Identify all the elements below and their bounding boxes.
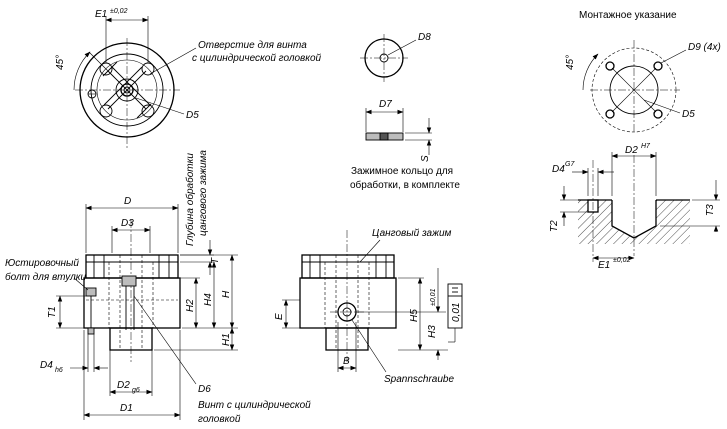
label-depth-1: Глубина обработки: [184, 153, 196, 246]
tolerance-flatness: 0,01: [451, 303, 462, 322]
label-clamp-ring-1: Зажимное кольцо для: [351, 166, 453, 177]
side-view: Цанговый зажим E B Spannschraube H5 H3 ±…: [274, 228, 463, 385]
dim-e1-tol: ±0,02: [110, 8, 128, 15]
dim-d4h-tol: h6: [55, 367, 63, 374]
label-screw-hole-1: Отверстие для винта: [198, 40, 307, 51]
dim-d5: D5: [186, 110, 199, 121]
dim-d9: D9 (4x): [688, 42, 721, 53]
mounting-note-title: Монтажное указание: [579, 10, 677, 21]
dim-d4-tol: G7: [565, 161, 575, 168]
dim-d1: D1: [120, 403, 133, 414]
dim-s: S: [420, 155, 431, 162]
dim-d3: D3: [121, 218, 134, 229]
top-view: E1 ±0,02 45° Отверстие для винта с цилин…: [55, 8, 322, 148]
dim-d8: D8: [418, 32, 431, 43]
label-clamp-ring-2: обработки, в комплекте: [350, 179, 460, 191]
dim-h4: H4: [203, 293, 214, 306]
dim-d7: D7: [379, 99, 392, 110]
label-adjust-bolt-1: Юстировочный: [5, 258, 79, 269]
clamp-ring-view: D8 D7 S Зажимное кольцо для обработки, в…: [350, 32, 460, 191]
dim-angle: 45°: [55, 55, 66, 70]
label-adjust-bolt-2: болт для втулки: [5, 271, 86, 283]
front-view: D D3 T H2 H4 H H1 Глубина обработки цанг…: [5, 150, 311, 425]
dim-d6: D6: [198, 384, 211, 395]
dim-d2g-tol: g6: [132, 387, 140, 394]
dim-t1: T1: [47, 306, 58, 318]
dim-h3: H3: [427, 325, 438, 338]
dim-b: B: [343, 356, 350, 367]
dim-d5-mount: D5: [682, 109, 695, 120]
dim-t3: T3: [705, 204, 716, 216]
label-collet-clamp: Цанговый зажим: [372, 228, 452, 239]
dim-t: T: [210, 257, 221, 264]
dim-h3-tol: ±0,01: [430, 288, 437, 306]
dim-e1-mount: E1: [598, 260, 610, 271]
dim-e: E: [274, 313, 285, 320]
dim-h: H: [221, 290, 232, 298]
dim-d4h: D4: [40, 360, 53, 371]
dim-t2: T2: [549, 220, 560, 232]
dim-angle-mount: 45°: [565, 55, 576, 70]
mounting-note-view: Монтажное указание 45° D9 (4x) D5 D2 H7: [549, 10, 721, 271]
dim-e1-mount-tol: ±0,02: [613, 257, 631, 264]
label-cap-screw-2: головкой: [198, 414, 241, 425]
dim-h2: H2: [185, 299, 196, 312]
dim-d2g: D2: [117, 380, 130, 391]
label-depth-2: цангового зажима: [198, 150, 209, 236]
dim-d4: D4: [552, 164, 565, 175]
dim-h1: H1: [221, 333, 232, 346]
dim-e1: E1: [95, 9, 107, 20]
dim-d: D: [124, 196, 131, 207]
label-screw-hole-2: с цилиндрической головкой: [192, 53, 322, 64]
label-cap-screw-1: Винт с цилиндрической: [198, 400, 311, 411]
dim-d2-tol: H7: [641, 143, 651, 150]
dim-h5: H5: [409, 309, 420, 322]
dim-d2: D2: [625, 145, 638, 156]
label-spann-screw: Spannschraube: [384, 374, 454, 385]
